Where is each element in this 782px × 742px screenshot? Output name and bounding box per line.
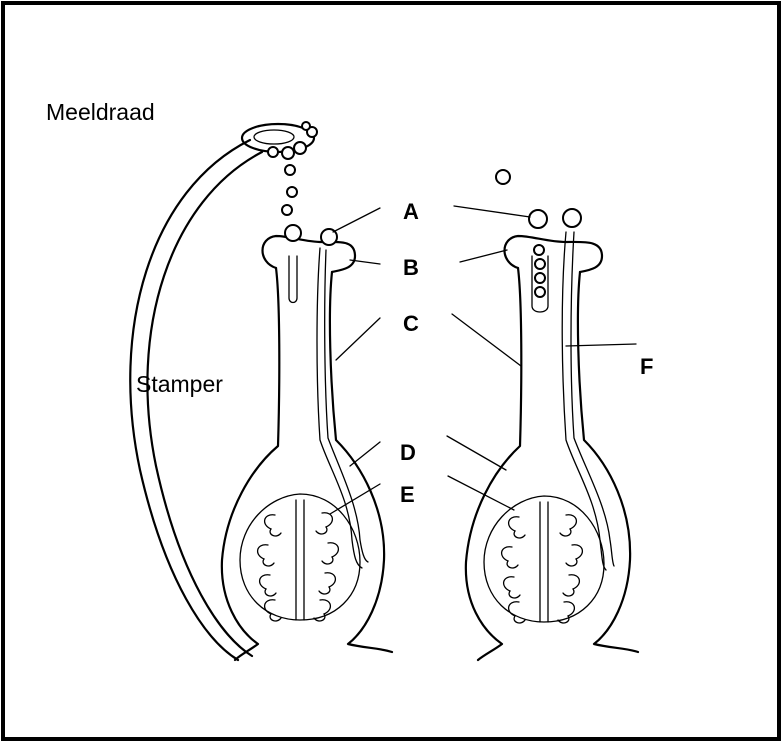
- label-a: A: [403, 199, 419, 224]
- label-stamen: Meeldraad: [46, 99, 155, 125]
- leader-lines: [330, 206, 636, 514]
- label-d: D: [400, 440, 416, 465]
- right-pistil: [466, 170, 638, 660]
- label-pistil: Stamper: [136, 371, 223, 397]
- label-f: F: [640, 354, 653, 379]
- label-b: B: [403, 255, 419, 280]
- label-c: C: [403, 311, 419, 336]
- label-e: E: [400, 482, 415, 507]
- left-pistil: [222, 225, 392, 660]
